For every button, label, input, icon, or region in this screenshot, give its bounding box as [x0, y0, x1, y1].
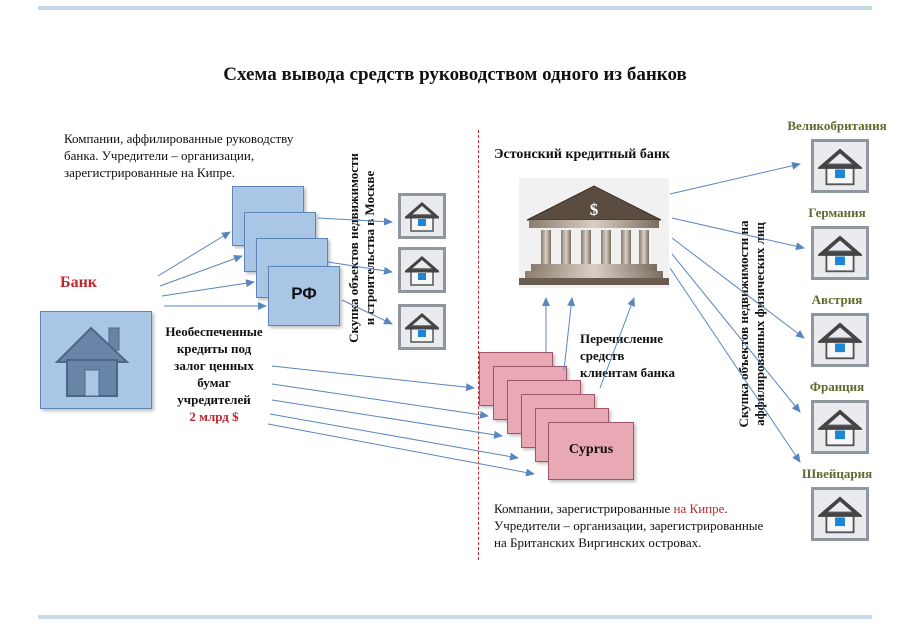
- country-house-frame: [811, 139, 869, 193]
- house-icon: [405, 256, 439, 286]
- loans-line: кредиты под: [176, 341, 252, 356]
- arrow: [317, 217, 393, 226]
- cyprus-companies-line: на Британских Виргинских островах.: [494, 535, 702, 550]
- house-icon: [54, 326, 130, 397]
- house-icon: [405, 202, 439, 232]
- cyprus-companies-line: Компании, зарегистрированные на Кипре.: [494, 501, 728, 516]
- loans-text: Необеспеченные кредиты под залог ценных …: [150, 323, 278, 425]
- house-icon: [818, 322, 862, 360]
- house-icon: [405, 313, 439, 343]
- rf-label: РФ: [291, 284, 317, 303]
- loans-line: бумаг: [197, 375, 231, 390]
- arrow: [271, 399, 503, 439]
- bank-label: Банк: [60, 274, 98, 291]
- arrow: [671, 237, 805, 339]
- house-icon: [818, 496, 862, 534]
- loans-line: Необеспеченные: [165, 324, 263, 339]
- arrow: [267, 423, 535, 477]
- arrow: [669, 267, 801, 463]
- cyprus-highlight: на Кипре: [673, 501, 725, 516]
- moscow-house-frame: [398, 247, 446, 293]
- rf-company-box: [268, 266, 340, 326]
- country-label-france: Франция: [809, 379, 865, 394]
- arrow: [671, 217, 805, 251]
- country-label-austria: Австрия: [811, 292, 863, 307]
- estonian-bank-label: Эстонский кредитный банк: [494, 147, 670, 162]
- country-label-germany: Германия: [808, 205, 866, 220]
- cyprus-companies-text: Компании, зарегистрированные на Кипре. У…: [494, 500, 763, 551]
- moscow-house-frame: [398, 193, 446, 239]
- arrow: [563, 297, 576, 371]
- affiliated-line: зарегистрированные на Кипре.: [64, 165, 236, 180]
- diagram-title: Схема вывода средств руководством одного…: [223, 64, 687, 85]
- country-house-frame: [811, 400, 869, 454]
- country-label-switzerland: Швейцария: [801, 466, 873, 481]
- bank-building-icon: $: [519, 185, 669, 285]
- arrow: [269, 413, 519, 461]
- country-label-uk: Великобритания: [787, 118, 887, 133]
- arrow: [669, 161, 801, 195]
- bank-house-frame: [40, 311, 152, 409]
- arrow: [157, 231, 231, 277]
- transfer-line: клиентам банка: [580, 365, 675, 380]
- house-icon: [818, 409, 862, 447]
- arrow: [271, 383, 489, 419]
- arrow: [327, 261, 393, 275]
- top-decorative-bar: [38, 6, 872, 10]
- cyprus-company-box: [548, 422, 634, 480]
- loans-amount: 2 млрд $: [189, 409, 239, 424]
- arrow: [161, 279, 255, 297]
- country-house-frame: [811, 487, 869, 541]
- arrow: [159, 254, 243, 287]
- moscow-house-frame: [398, 304, 446, 350]
- country-house-frame: [811, 226, 869, 280]
- loans-line: учредителей: [177, 392, 251, 407]
- transfer-line: Перечисление: [580, 331, 663, 346]
- region-divider: [478, 130, 479, 560]
- arrow: [671, 253, 801, 413]
- transfer-text: Перечисление средств клиентам банка: [580, 330, 675, 381]
- country-house-frame: [811, 313, 869, 367]
- cyprus-label: Cyprus: [568, 442, 614, 457]
- estonian-bank-frame: $: [519, 178, 669, 288]
- affiliated-line: банка. Учредители – организации,: [64, 148, 255, 163]
- bottom-decorative-bar: [38, 615, 872, 619]
- house-icon: [818, 148, 862, 186]
- house-icon: [818, 235, 862, 273]
- loans-line: залог ценных: [174, 358, 254, 373]
- arrow: [599, 297, 635, 389]
- arrow: [271, 365, 475, 392]
- affiliated-companies-text: Компании, аффилированные руководству бан…: [64, 130, 293, 181]
- affiliated-line: Компании, аффилированные руководству: [64, 131, 294, 146]
- arrow: [341, 299, 393, 325]
- cyprus-companies-line: Учредители – организации, зарегистрирова…: [494, 518, 764, 533]
- dollar-icon: $: [590, 200, 599, 219]
